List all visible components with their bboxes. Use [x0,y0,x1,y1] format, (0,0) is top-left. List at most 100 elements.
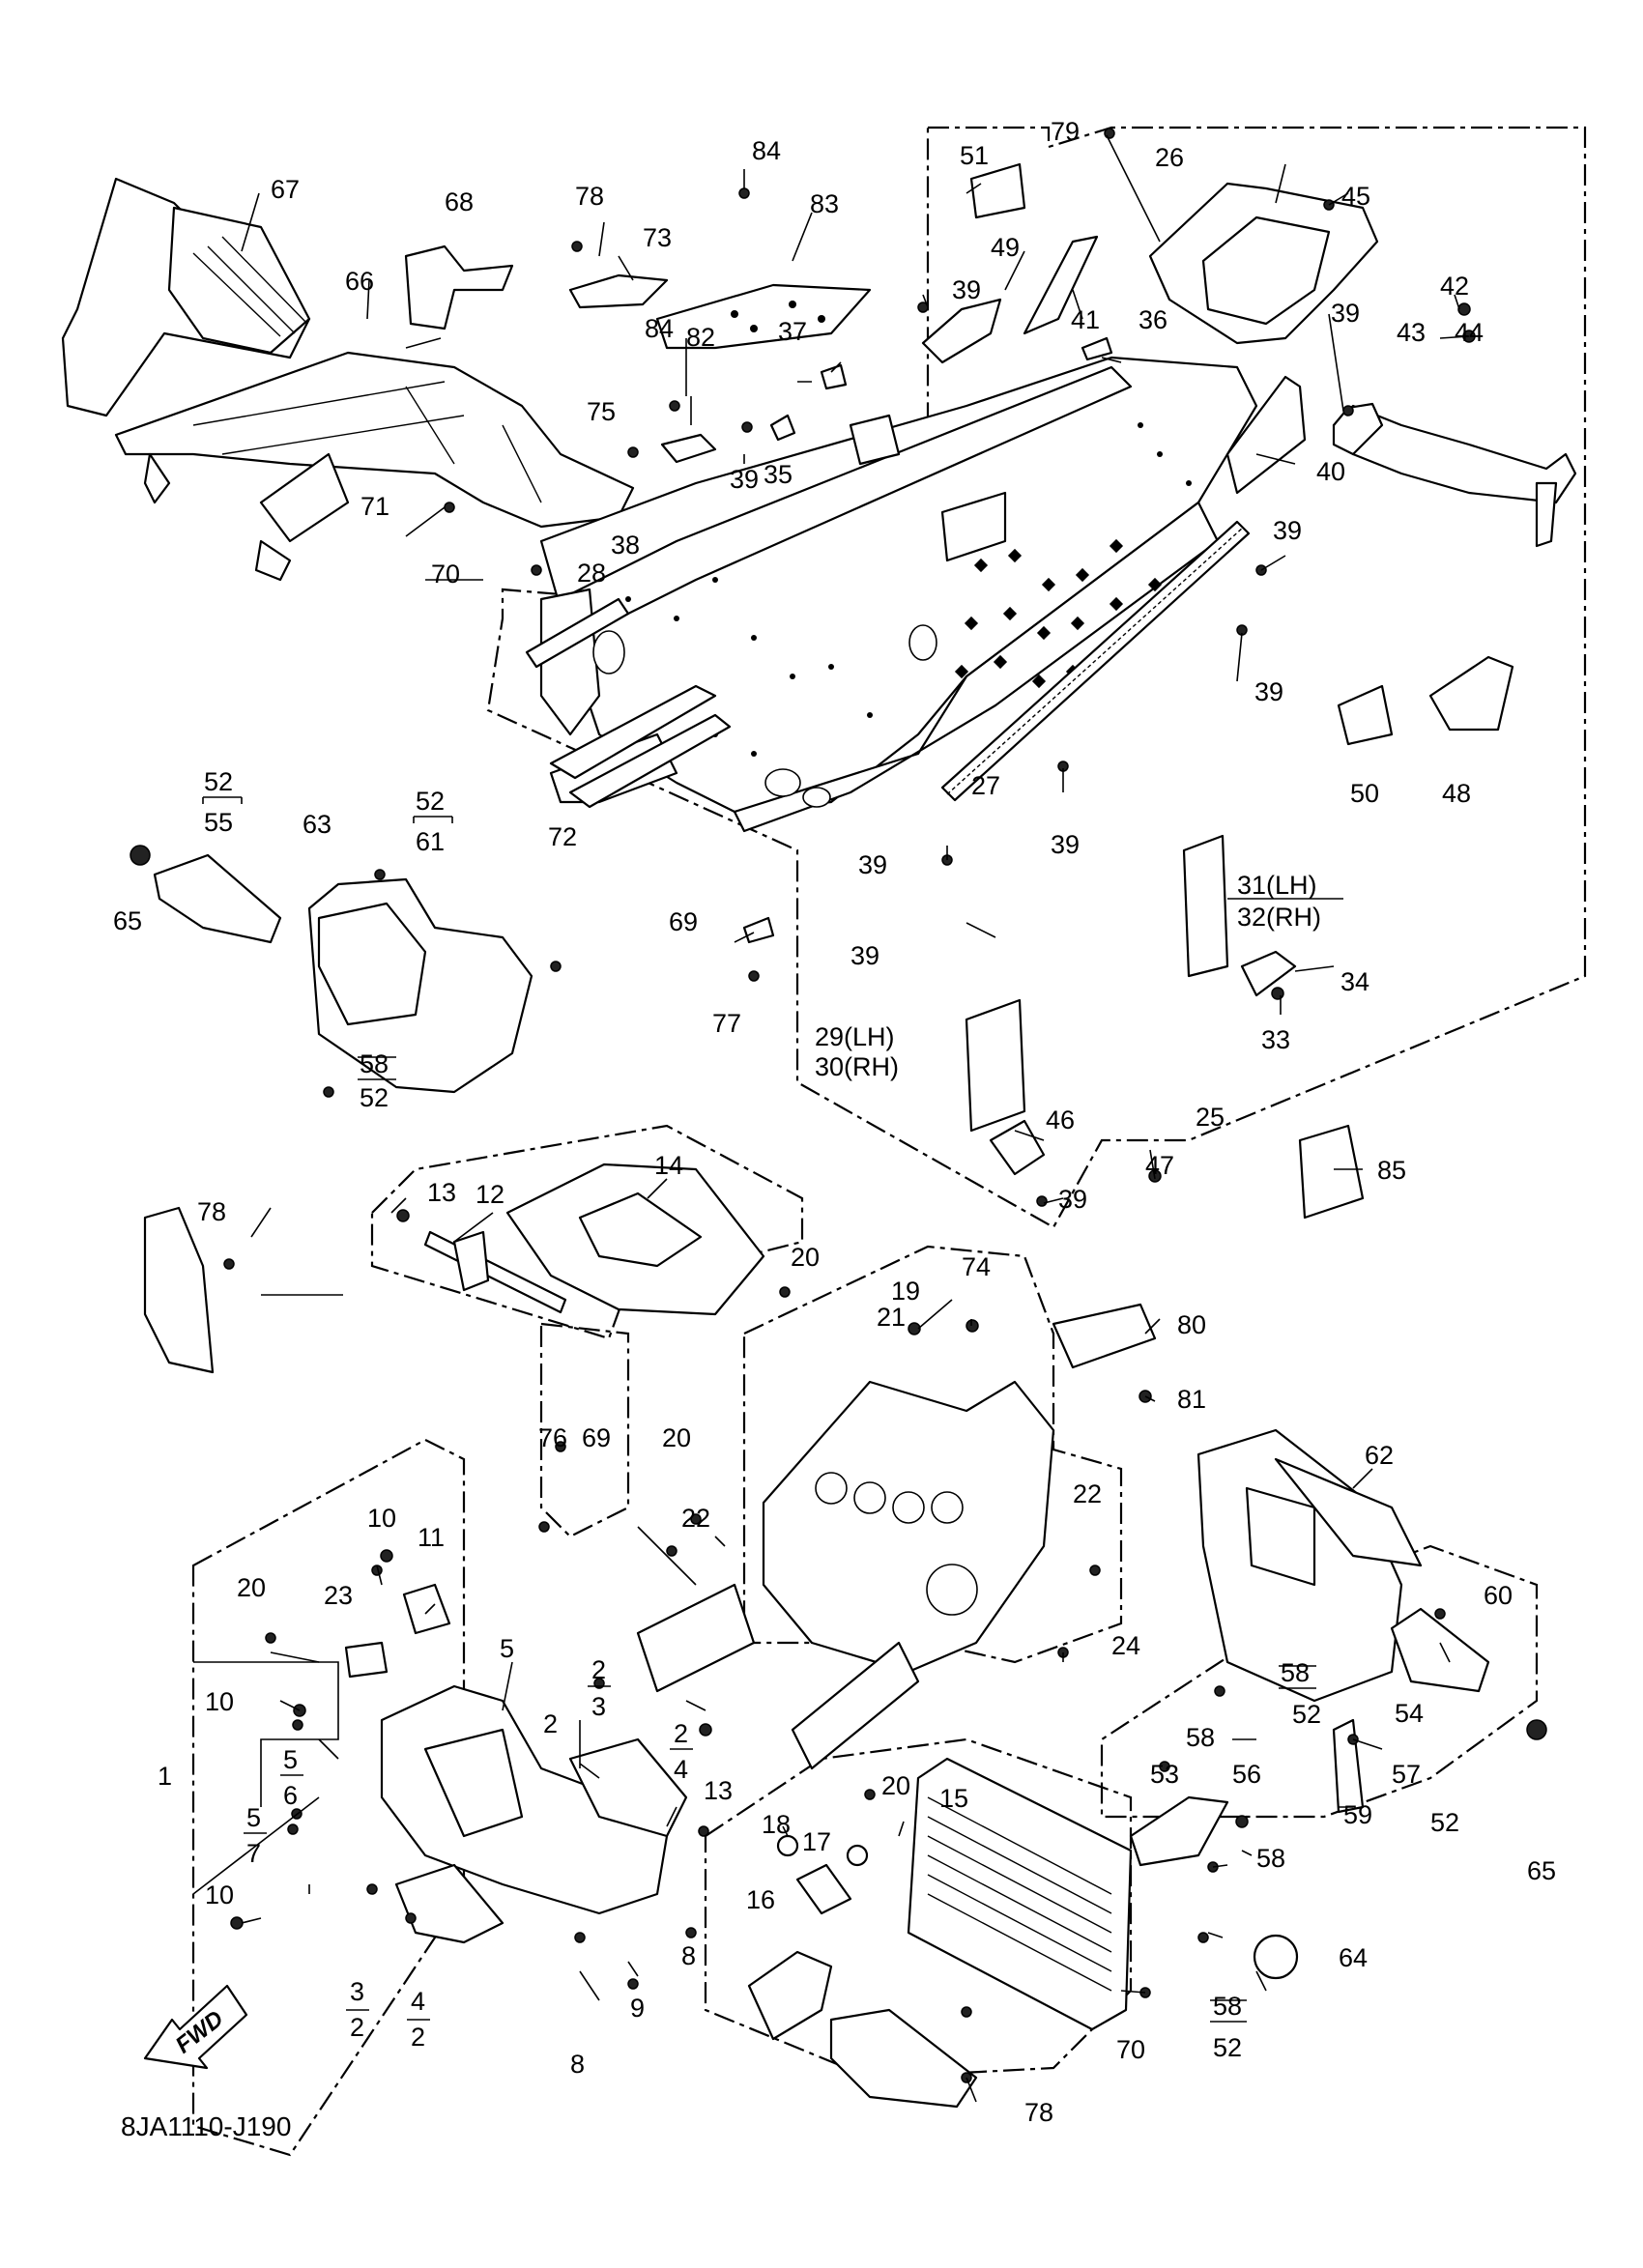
callout-10-mid: 10 [205,1687,234,1716]
callout-2-e: 2 [411,2023,425,2052]
callout-2-c: 2 [543,1709,558,1738]
bracket-56-sketch [1129,1795,1229,1867]
front-shroud-sketch [61,177,635,582]
callout-17: 17 [802,1827,831,1856]
callout-42: 42 [1440,272,1469,301]
callout-44: 44 [1455,318,1484,347]
callout-3-b: 3 [350,1977,364,2006]
bracket-40-sketch [1225,375,1307,495]
callout-22-b: 22 [1073,1479,1102,1508]
callout-2-d: 2 [350,2013,364,2042]
bracket-49-sketch [921,298,1002,364]
callout-32: 32(RH) [1237,903,1321,932]
bracket-48-sketch [1428,655,1514,732]
callout-70-top: 70 [431,560,460,589]
callout-24: 24 [1111,1631,1140,1660]
bracket-69-upper-sketch [742,916,775,944]
callout-41: 41 [1071,305,1100,334]
callout-65-left: 65 [113,906,142,935]
callout-84-mid: 84 [645,314,674,343]
callout-58-e: 58 [1213,1992,1242,2021]
callout-7: 7 [246,1839,261,1868]
callout-14: 14 [654,1151,683,1180]
guard-62-sketch [1196,1428,1423,1703]
front-bumper-63-sketch [307,877,533,1094]
dashboard-14-sketch [505,1163,765,1316]
callout-85: 85 [1377,1156,1406,1185]
callout-75: 75 [587,397,616,426]
radiator-15-sketch [907,1757,1133,2031]
clamp-17-sketch [846,1844,869,1867]
callout-48: 48 [1442,779,1471,808]
callout-72: 72 [548,822,577,851]
callout-39-i: 39 [850,941,879,970]
bracket-34-sketch [1240,950,1297,997]
bracket-11-sketch [402,1583,451,1635]
callout-66: 66 [345,267,374,296]
bracket-57-sketch [1332,1718,1365,1814]
callout-16: 16 [746,1885,775,1914]
callout-58-b: 58 [1281,1658,1310,1687]
bracket-46-sketch [989,1119,1046,1176]
callout-13-low: 13 [704,1776,733,1805]
callout-52-e: 52 [1430,1808,1459,1837]
callout-69-mid: 69 [582,1423,611,1452]
callout-43: 43 [1397,318,1426,347]
rear-plate-26-sketch [1148,182,1379,345]
callout-82: 82 [686,323,715,352]
nut-18-sketch [776,1834,799,1857]
callout-20-c: 20 [237,1573,266,1602]
callout-73: 73 [643,223,672,252]
bracket-73-sketch [568,273,669,309]
callout-64: 64 [1339,1943,1368,1972]
callout-2-b: 2 [674,1719,688,1748]
callout-58-c: 58 [1186,1723,1215,1752]
callout-61: 61 [416,827,445,856]
callout-4-a: 4 [674,1755,688,1784]
callout-18: 18 [762,1810,791,1839]
callout-60: 60 [1484,1581,1513,1610]
callout-52-f: 52 [1213,2033,1242,2062]
callout-37: 37 [778,317,807,346]
rod-12-sketch [423,1230,567,1314]
callout-63: 63 [303,810,331,839]
callout-52-b: 52 [416,787,445,816]
left-subframe-sketch [380,1684,688,1944]
callout-21: 21 [877,1303,906,1332]
hub-64-sketch [1253,1934,1299,1980]
dashboard-lower-outline [539,1322,630,1538]
bracket-31-sketch [1182,834,1229,978]
callout-35: 35 [764,460,793,489]
callout-54: 54 [1395,1699,1424,1728]
callout-8-b: 8 [570,2050,585,2079]
callout-26: 26 [1155,143,1184,172]
callout-52-d: 52 [1292,1700,1321,1729]
callout-57: 57 [1392,1760,1421,1789]
callout-36: 36 [1139,305,1167,334]
callout-8-a: 8 [681,1941,696,1970]
dashboard-group-outline [370,1124,804,1340]
callout-68: 68 [445,187,474,216]
callout-46: 46 [1046,1105,1075,1134]
clamp-23-sketch [344,1641,389,1679]
callout-53: 53 [1150,1760,1179,1789]
callout-71: 71 [360,492,389,521]
callout-56: 56 [1232,1760,1261,1789]
callout-27: 27 [971,771,1000,800]
callout-52-a: 52 [204,767,233,796]
callout-51: 51 [960,141,989,170]
bracket-78-lower-sketch [747,1950,978,2109]
callout-11: 11 [418,1523,445,1552]
callout-39-d: 39 [1273,516,1302,545]
callout-39-c: 39 [1331,299,1360,328]
pipe-42-sketch [1332,402,1577,548]
callout-10-top: 10 [367,1504,396,1533]
callout-33: 33 [1261,1025,1290,1054]
callout-30: 30(RH) [815,1052,899,1081]
callout-76: 76 [538,1423,567,1452]
callout-39-h: 39 [1058,1185,1087,1214]
callout-10-low: 10 [205,1880,234,1909]
callout-55: 55 [204,808,233,837]
bracket-85-sketch [1298,1124,1365,1220]
